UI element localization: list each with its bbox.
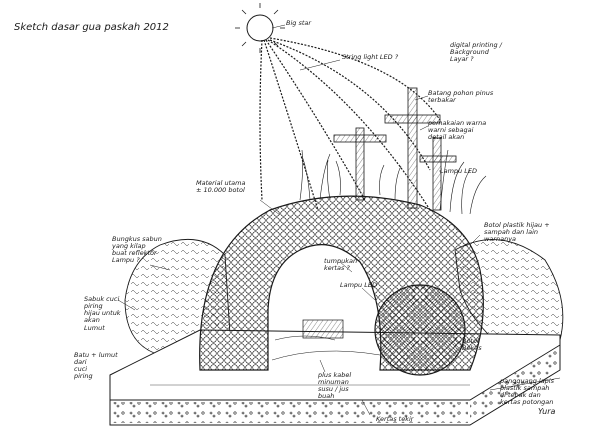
- label-batang-pohon: Batang pohon pinus terbakar: [428, 89, 494, 105]
- label-batu-lumut: Batu + lumut dari cuci piring: [74, 351, 118, 381]
- cave-interior: [271, 319, 381, 361]
- rolling-stone: [374, 284, 466, 376]
- label-sabuk-cuci: Sabuk cuci piring hijau untuk akan Lumut: [84, 295, 121, 332]
- sketch-title: Sketch dasar gua paskah 2012: [14, 22, 169, 33]
- label-lampu-led-center: Lampu LED: [340, 281, 377, 289]
- artist-signature: Yura: [538, 407, 556, 416]
- label-bungkus: Bungkus sabun yang kilap buat reflektor …: [112, 235, 162, 265]
- label-kertas-tekir: Kertas tekir: [376, 415, 414, 423]
- big-star: [235, 3, 285, 53]
- label-digital-printing: digital printing / Background Layar ?: [450, 41, 502, 64]
- label-string-light: String light LED ?: [342, 53, 399, 61]
- label-plastik-kabel: plus kabel minuman susu / jus buah: [318, 371, 352, 401]
- label-material-utama: Material utama ± 10.000 botol: [196, 179, 246, 195]
- label-pangguang: pangguang lapis plastik sampah di tebak …: [500, 377, 555, 407]
- label-pemakaian-warna: pemakaian warna warni sebagai detail aka…: [428, 119, 487, 142]
- leader-lines: [117, 24, 561, 416]
- grass: [299, 149, 487, 215]
- label-botol-plastik: Botol plastik hijau + sampah dan lain wa…: [484, 221, 550, 244]
- label-lampu-led-right: Lampu LED: [440, 167, 477, 175]
- label-big-star: Big star: [286, 19, 312, 27]
- label-botol-bekas: Botol Bekas: [462, 337, 482, 353]
- label-tumpukan: tumpukan kertas ?: [324, 257, 358, 273]
- crosses: [333, 87, 457, 211]
